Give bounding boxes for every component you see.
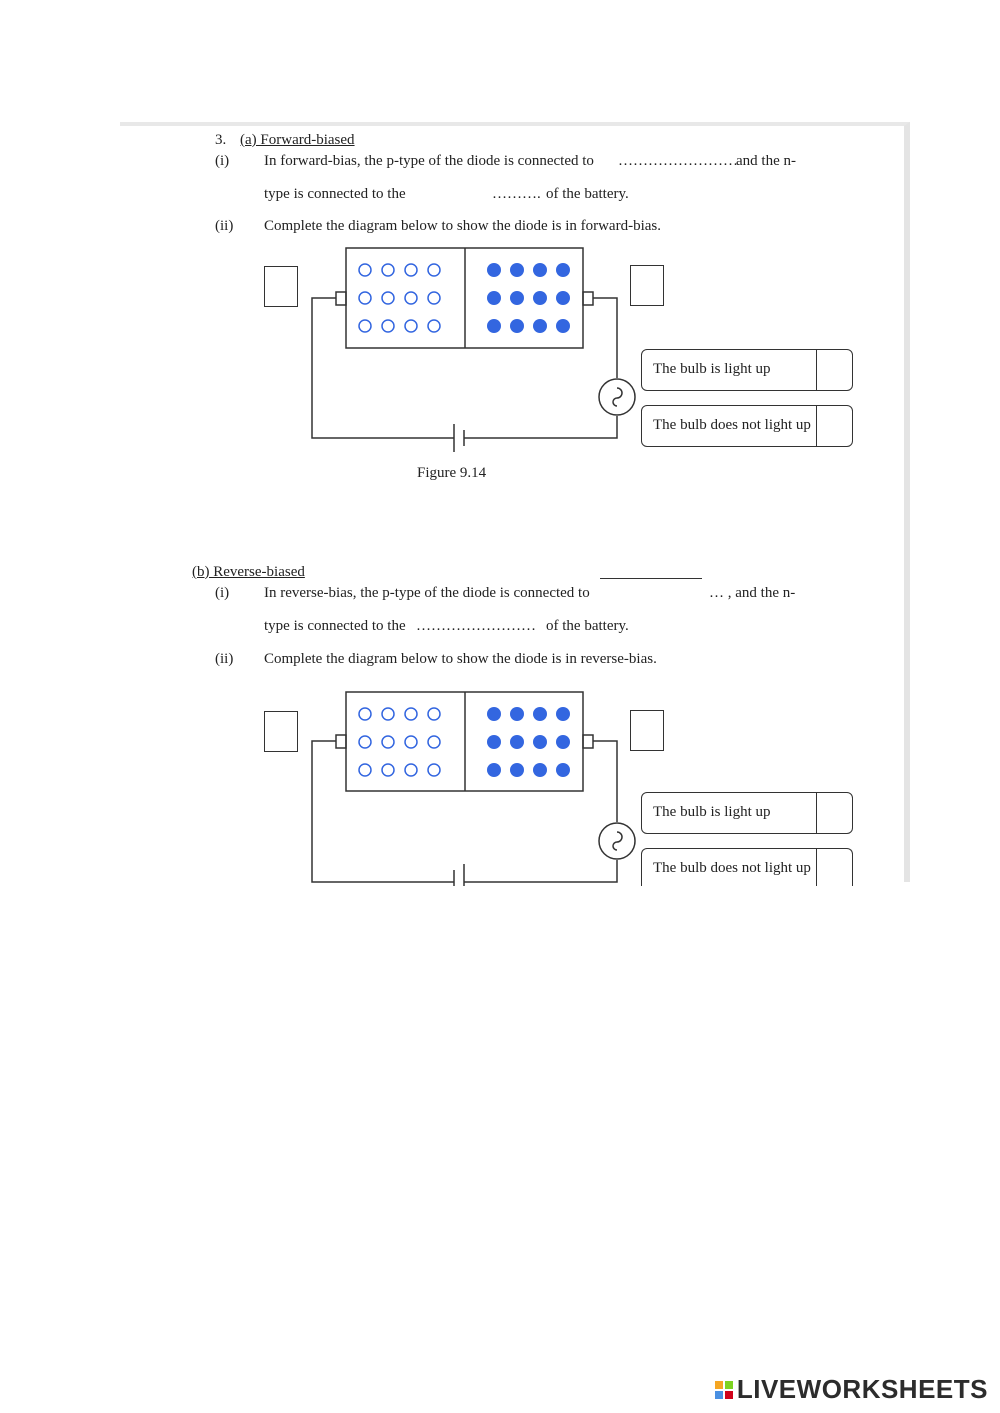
q-b1-number: (i) [215, 585, 230, 601]
option-b-bulb-not-lit-label: The bulb does not light up [653, 860, 811, 876]
diode-b-left-terminal [335, 734, 347, 749]
liveworksheets-brand: LIVEWORKSHEETS [714, 1374, 988, 1405]
wire-b-bottom-right [464, 860, 618, 883]
liveworksheets-logo-icon [714, 1380, 733, 1399]
blank-a2-dots[interactable]: ………. [492, 186, 541, 202]
diode-a-left-terminal [335, 291, 347, 306]
bulb-a-filament [612, 387, 623, 407]
option-a-bulb-lit-checkbox[interactable] [816, 350, 852, 390]
option-a-bulb-lit[interactable]: The bulb is light up [641, 349, 853, 391]
q-a1-line2-start: type is connected to the [264, 186, 406, 202]
holes-a [358, 263, 441, 333]
option-b-bulb-lit[interactable]: The bulb is light up [641, 792, 853, 834]
q-b1-line1-start: In reverse-bias, the p-type of the diode… [264, 585, 590, 601]
q-b1-line2-end: of the battery. [546, 618, 629, 634]
bulb-b [598, 822, 636, 860]
option-b-bulb-not-lit-checkbox[interactable] [816, 849, 852, 886]
circuit-a [311, 247, 636, 452]
option-b-bulb-not-lit[interactable]: The bulb does not light up [641, 848, 853, 886]
q-b2-number: (ii) [215, 651, 234, 667]
wire-a-left [311, 297, 454, 439]
question-number: 3. [215, 132, 227, 148]
logo-square-1 [714, 1380, 723, 1389]
q-a1-line1-end: and the n- [736, 153, 796, 169]
figure-caption: Figure 9.14 [417, 465, 487, 481]
q-a1-line1: In forward-bias, the p-type of the diode… [264, 152, 594, 170]
logo-square-2 [724, 1380, 733, 1389]
circuit-b [311, 691, 636, 886]
option-b-bulb-lit-label: The bulb is light up [653, 804, 771, 820]
option-a-bulb-not-lit-checkbox[interactable] [816, 406, 852, 446]
option-a-bulb-not-lit[interactable]: The bulb does not light up [641, 405, 853, 447]
blank-b1-line[interactable] [600, 578, 702, 579]
q-a1-line2-end: of the battery. [546, 186, 629, 202]
q-a2-number: (ii) [215, 218, 234, 234]
blank-a1-dots[interactable]: …………………… [618, 153, 738, 169]
holes-b [358, 707, 441, 777]
diode-b-right-terminal [582, 734, 594, 749]
wire-b-right [593, 740, 618, 822]
blank-b2-dots[interactable]: …………………… [416, 618, 536, 634]
section-b-heading: (b) Reverse-biased [192, 564, 305, 580]
q-a1-number: (i) [215, 153, 230, 169]
brand-name: LIVEWORKSHEETS [736, 1374, 988, 1404]
logo-square-3 [714, 1390, 723, 1399]
circuit-diagrams [311, 247, 636, 886]
wire-b-left [311, 740, 454, 883]
q-b1-line2-start: type is connected to the [264, 618, 406, 634]
option-b-bulb-lit-checkbox[interactable] [816, 793, 852, 833]
option-a-bulb-lit-label: The bulb is light up [653, 361, 771, 377]
worksheet-page: 3. (a) Forward-biased (i) In forward-bia… [120, 122, 910, 886]
wire-a-bottom-right [464, 416, 618, 439]
diode-a-right-terminal [582, 291, 594, 306]
electrons-b [487, 707, 570, 777]
q-a1-line1-text: In forward-bias, the p-type of the diode… [264, 153, 594, 169]
wire-a-right [593, 297, 618, 378]
bulb-a [598, 378, 636, 416]
electrons-a [487, 263, 570, 333]
q-b1-line1-end: … , and the n- [709, 585, 796, 601]
terminal-sign-box-b-left[interactable] [264, 711, 298, 752]
bulb-b-filament [612, 831, 623, 851]
option-a-bulb-not-lit-label: The bulb does not light up [653, 417, 811, 433]
q-a2-text: Complete the diagram below to show the d… [264, 218, 661, 234]
q-b2-text: Complete the diagram below to show the d… [264, 651, 657, 667]
section-a-heading: (a) Forward-biased [240, 132, 355, 148]
terminal-sign-box-a-left[interactable] [264, 266, 298, 307]
logo-square-4 [724, 1390, 733, 1399]
terminal-sign-box-a-right[interactable] [630, 265, 664, 306]
terminal-sign-box-b-right[interactable] [630, 710, 664, 751]
